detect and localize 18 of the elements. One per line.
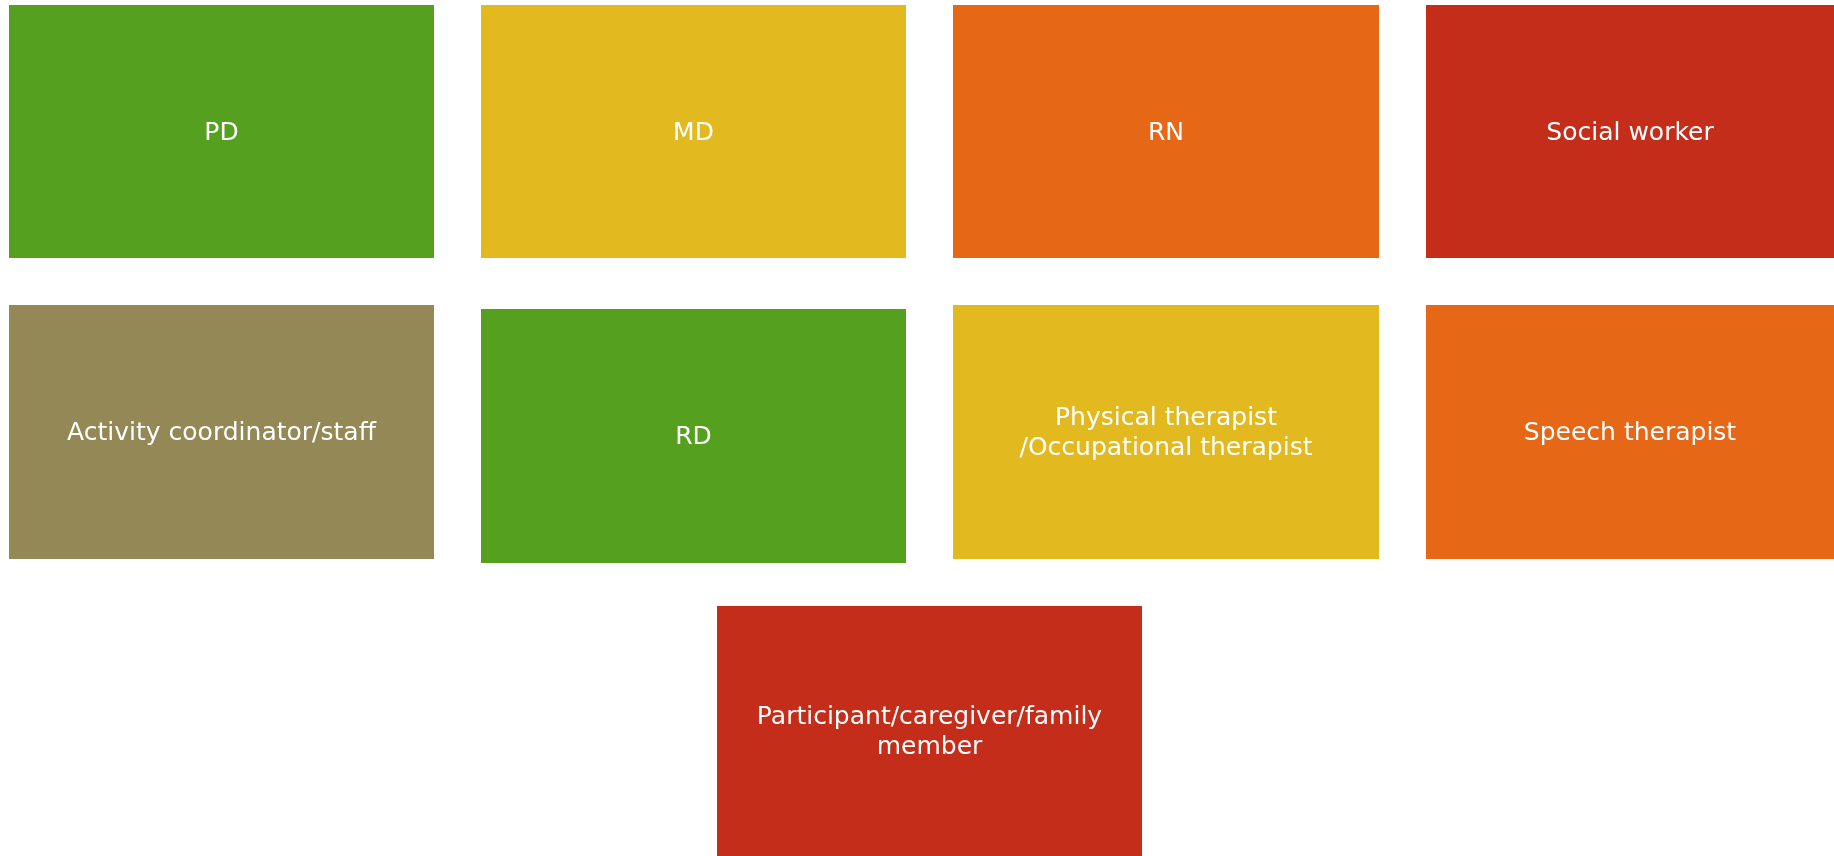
role-box: [9, 5, 434, 258]
role-box: [953, 305, 1379, 559]
role-box: [717, 606, 1142, 856]
role-box: [1426, 5, 1834, 258]
role-box: [1426, 305, 1834, 559]
role-box: [481, 5, 906, 258]
role-label: PD: [204, 116, 239, 147]
role-label: RN: [1147, 116, 1185, 147]
role-label: Speech therapist: [1523, 417, 1737, 447]
role-label: Physical therapist /Occupational therapist: [1018, 402, 1314, 462]
role-label: RD: [675, 421, 712, 451]
role-box: [9, 305, 434, 559]
role-box: [953, 5, 1379, 258]
role-box: [481, 309, 906, 563]
role-label: Participant/caregiver/family member: [755, 701, 1104, 761]
role-label: Social worker: [1546, 116, 1714, 147]
role-label: MD: [673, 116, 714, 147]
role-label: Activity coordinator/staff: [67, 417, 376, 447]
